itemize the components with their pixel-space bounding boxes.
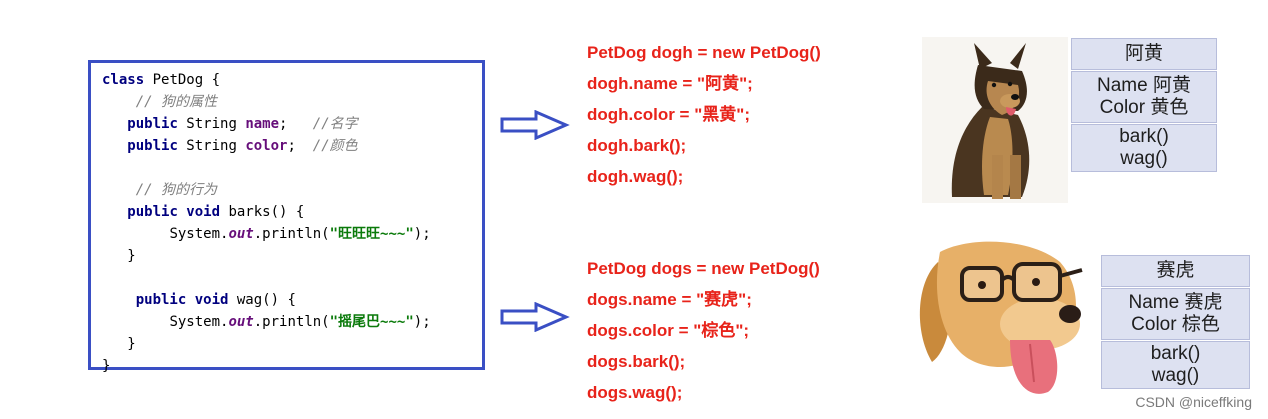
method-close: } xyxy=(127,336,136,352)
method-wag: wag() xyxy=(1120,148,1168,169)
attribute-name: Name 赛虎 xyxy=(1128,292,1223,313)
code-line: PetDog dogs = new PetDog() xyxy=(587,259,820,278)
object-methods: bark() wag() xyxy=(1101,341,1250,389)
class-code: class PetDog { // 狗的属性 public String nam… xyxy=(102,69,431,377)
keyword: public xyxy=(127,138,178,154)
object-title-text: 赛虎 xyxy=(1156,260,1195,281)
watermark: CSDN @niceffking xyxy=(1135,394,1252,410)
keyword: public xyxy=(127,116,178,132)
out-field: out xyxy=(228,226,254,242)
out-field: out xyxy=(228,314,254,330)
german-shepherd-dog-image xyxy=(922,37,1068,203)
instance-code-dogh: PetDog dogh = new PetDog() dogh.name = "… xyxy=(587,43,821,198)
field-color: color xyxy=(245,138,288,154)
name-comment: //名字 xyxy=(312,116,358,132)
keyword: public void xyxy=(135,292,229,308)
code-line: dogh.wag(); xyxy=(587,167,684,186)
println-call: .println( xyxy=(253,314,330,330)
wag-signature: wag() { xyxy=(228,292,296,308)
color-comment: //颜色 xyxy=(312,138,358,154)
type-name: String xyxy=(177,116,246,132)
object-methods: bark() wag() xyxy=(1071,124,1217,172)
field-name: name xyxy=(245,116,280,132)
object-title: 赛虎 xyxy=(1101,255,1250,287)
system-call: System. xyxy=(169,314,229,330)
code-line: dogs.color = "棕色"; xyxy=(587,321,750,340)
object-attributes: Name 赛虎 Color 棕色 xyxy=(1101,288,1250,340)
method-bark: bark() xyxy=(1150,343,1201,364)
class-code-box: class PetDog { // 狗的属性 public String nam… xyxy=(88,60,485,374)
attribute-color: Color 棕色 xyxy=(1131,314,1220,335)
keyword: class xyxy=(102,72,145,88)
barks-signature: barks() { xyxy=(220,204,305,220)
behavior-comment: // 狗的行为 xyxy=(135,182,218,198)
code-line: dogh.color = "黑黄"; xyxy=(587,105,750,124)
object-title: 阿黄 xyxy=(1071,38,1217,70)
code-line: dogs.bark(); xyxy=(587,352,686,371)
golden-retriever-dog-image xyxy=(910,232,1090,404)
class-close: } xyxy=(102,358,111,374)
keyword: public void xyxy=(127,204,221,220)
code-line: dogh.bark(); xyxy=(587,136,687,155)
method-bark: bark() xyxy=(1119,126,1169,147)
object-attributes: Name 阿黄 Color 黄色 xyxy=(1071,71,1217,123)
semicolon: ; xyxy=(279,116,288,132)
type-name: String xyxy=(177,138,246,154)
println-call: .println( xyxy=(253,226,330,242)
code-line: PetDog dogh = new PetDog() xyxy=(587,43,821,62)
attribute-name: Name 阿黄 xyxy=(1097,75,1191,96)
statement-end: ); xyxy=(413,314,431,330)
code-line: dogs.wag(); xyxy=(587,383,683,402)
method-close: } xyxy=(127,248,136,264)
method-wag: wag() xyxy=(1151,365,1200,386)
object-title-text: 阿黄 xyxy=(1124,43,1163,64)
code-line: dogh.name = "阿黄"; xyxy=(587,74,753,93)
semicolon: ; xyxy=(287,138,296,154)
statement-end: ); xyxy=(413,226,431,242)
code-line: dogs.name = "赛虎"; xyxy=(587,290,752,309)
arrow-right-icon xyxy=(500,110,570,140)
attributes-comment: // 狗的属性 xyxy=(135,94,218,110)
attribute-color: Color 黄色 xyxy=(1099,97,1189,118)
wag-string: "摇尾巴~~~" xyxy=(329,314,414,330)
barks-string: "旺旺旺~~~" xyxy=(329,226,414,242)
arrow-right-icon xyxy=(500,302,570,332)
instance-code-dogs: PetDog dogs = new PetDog() dogs.name = "… xyxy=(587,259,820,414)
class-declaration: PetDog { xyxy=(144,72,221,88)
system-call: System. xyxy=(169,226,229,242)
